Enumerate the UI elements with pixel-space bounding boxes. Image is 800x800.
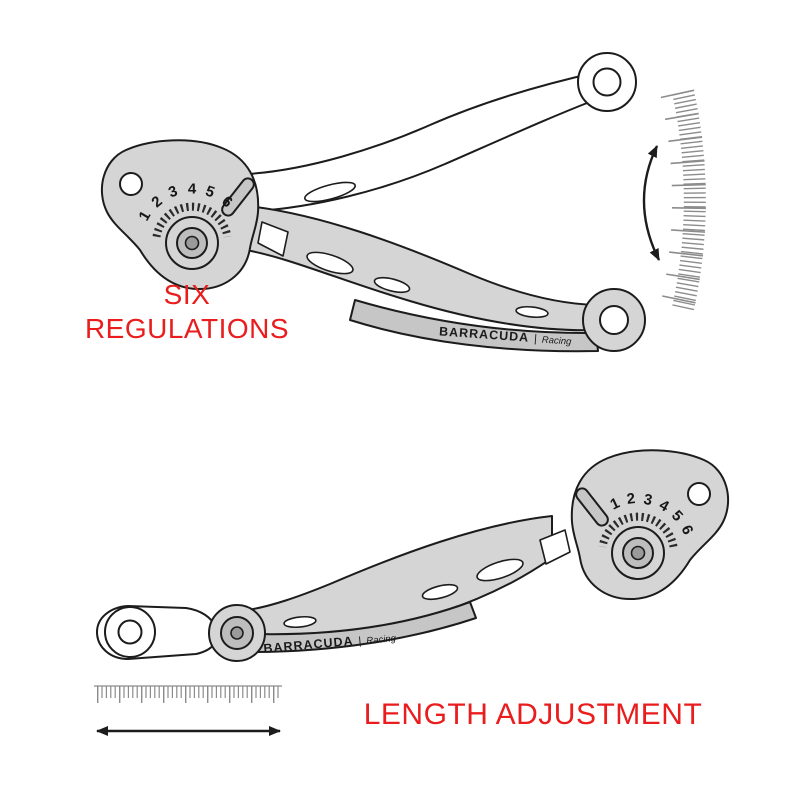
top-lever-figure: 1 2 3 4 5 6 BARRACUDA|Racing SIX REGULAT… (85, 52, 707, 353)
blade-slot (421, 583, 459, 601)
angle-scale-long-ticks (660, 89, 707, 311)
dial-number: 4 (188, 181, 197, 198)
blade-slot (476, 558, 524, 582)
lever-bottom: 1 2 3 4 5 6 BARRACUDA|Racing (208, 450, 728, 662)
blade-cutout (539, 529, 571, 565)
length-ruler (94, 685, 282, 703)
blade-slot (515, 305, 549, 319)
blade-cutout (257, 221, 289, 257)
bottom-lever-figure: 1 2 3 4 5 6 BARRACUDA|Racing LENGTH ADJU… (94, 450, 728, 736)
ghost-lever-outline (241, 52, 637, 213)
six-regulations-caption: SIX REGULATIONS (85, 279, 289, 344)
blade-slot (283, 615, 317, 629)
dial-number: 2 (626, 490, 636, 508)
blade-slot (306, 251, 354, 275)
caption-line-1: SIX (164, 279, 211, 310)
lever-tip-strip (349, 299, 599, 353)
pivot-assembly (102, 140, 258, 289)
angle-scale-short-ticks (672, 89, 706, 311)
ghost-ball-hole (592, 67, 622, 97)
clamp-joint-center (230, 626, 244, 640)
length-adjustment-caption: LENGTH ADJUSTMENT (364, 698, 703, 731)
extension-ball-hole (117, 619, 143, 645)
lever-top: 1 2 3 4 5 6 BARRACUDA|Racing (102, 140, 646, 353)
curved-double-arrow (642, 145, 661, 261)
pivot-assembly (572, 450, 728, 599)
ghost-blade-slot (304, 181, 356, 203)
extension-link-outline (96, 605, 219, 660)
caption-line-2: REGULATIONS (85, 313, 289, 344)
lever-tip-strip (251, 601, 477, 653)
ghost-blade (241, 71, 601, 213)
ball-end-hole (599, 305, 629, 335)
blade-slot (373, 276, 411, 294)
dial-number: 3 (642, 491, 653, 509)
brand-label: BARRACUDA|Racing (439, 324, 573, 347)
angle-scale (660, 89, 707, 311)
